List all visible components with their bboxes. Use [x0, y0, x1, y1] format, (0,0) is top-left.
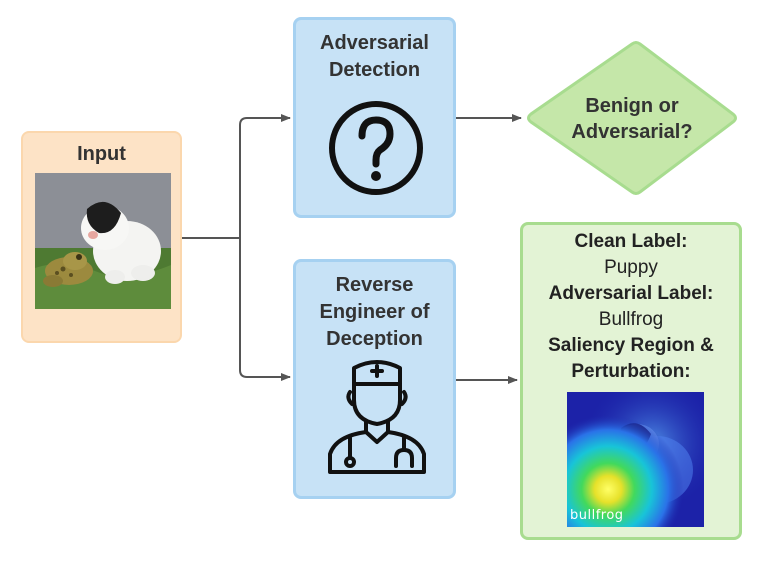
input-image	[35, 173, 171, 309]
reverse-engineer-node: Reverse Engineer of Deception	[293, 259, 456, 499]
adversarial-detection-node: Adversarial Detection	[293, 17, 456, 218]
input-node: Input	[21, 131, 182, 343]
detection-title-line1: Adversarial	[320, 32, 429, 54]
saliency-heading-line2: Perturbation:	[571, 361, 691, 382]
connector-to-reverse	[239, 238, 291, 381]
saliency-heading-line1: Saliency Region &	[548, 335, 714, 356]
reverse-title-line2: Engineer of	[319, 301, 430, 323]
adversarial-label-heading: Adversarial Label:	[548, 283, 714, 304]
decision-node	[527, 41, 737, 195]
reverse-title-line1: Reverse	[335, 274, 414, 296]
clean-label-heading: Clean Label:	[574, 231, 688, 252]
connector-to-detection	[239, 114, 291, 238]
saliency-heatmap: bullfrog	[567, 392, 704, 527]
question-mark-icon	[329, 101, 423, 195]
adversarial-label-value: Bullfrog	[598, 309, 664, 330]
doctor-icon	[328, 360, 426, 474]
detection-title-line2: Detection	[328, 59, 421, 81]
decision-line2: Adversarial?	[571, 121, 693, 143]
clean-label-value: Puppy	[604, 257, 658, 278]
reverse-title-line3: Deception	[326, 328, 423, 350]
decision-line1: Benign or	[585, 95, 679, 117]
result-node: Clean Label: Puppy Adversarial Label: Bu…	[520, 222, 742, 540]
heatmap-caption: bullfrog	[570, 508, 624, 523]
input-title: Input	[77, 143, 126, 165]
